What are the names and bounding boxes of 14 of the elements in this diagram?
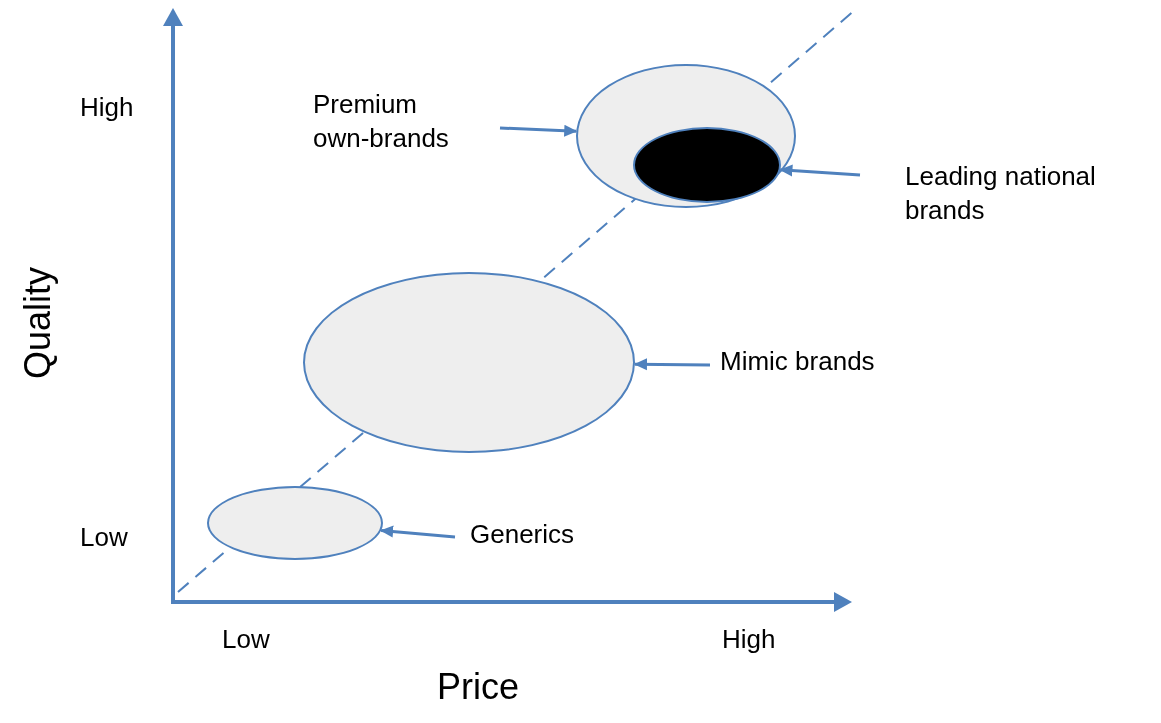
axis-tick-label: Low (222, 623, 270, 656)
callout-text: Leading national brands (905, 160, 1097, 227)
arrow (633, 358, 710, 371)
arrow (499, 124, 578, 137)
arrow (380, 525, 456, 539)
callout-text: Premium own-brands (313, 88, 450, 155)
axis-tick-label: High (80, 91, 134, 124)
axis-tick-label: High (722, 623, 776, 656)
callout-text: Generics (470, 518, 576, 551)
axis-title: Quality (16, 267, 59, 379)
arrow (779, 164, 861, 177)
axis-tick-label: Low (80, 521, 128, 554)
axis-title: Price (437, 665, 520, 709)
callout-text: Mimic brands (720, 345, 876, 378)
